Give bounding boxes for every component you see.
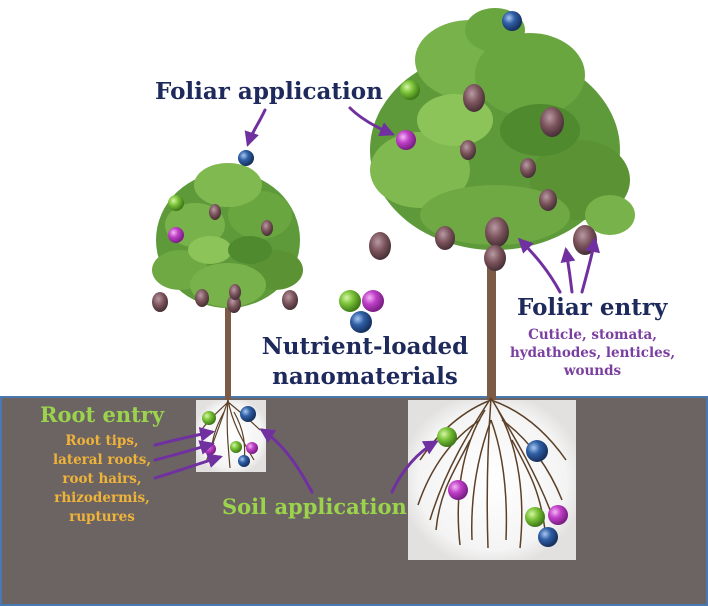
foliar-application-label: Foliar application: [155, 78, 383, 105]
foliar-entry-arrow-2: [566, 250, 572, 292]
root-entry-label: Root entry: [40, 402, 164, 427]
nanomaterials-title-line1: Nutrient-loaded: [260, 332, 470, 362]
soil-application-label: Soil application: [222, 494, 407, 519]
root-route-4: rhizodermis,: [42, 489, 162, 508]
small-tree-trunk: [225, 300, 231, 400]
nanomaterials-title-line2: nanomaterials: [260, 362, 470, 392]
root-entry-routes: Root tips, lateral roots, root hairs, rh…: [42, 432, 162, 527]
root-route-3: root hairs,: [42, 470, 162, 489]
root-route-5: ruptures: [42, 508, 162, 527]
root-route-2: lateral roots,: [42, 451, 162, 470]
foliar-entry-arrow-1: [520, 240, 560, 292]
large-tree-canopy: [370, 8, 635, 250]
foliar-arrow-small-tree: [248, 110, 265, 144]
foliar-entry-routes: Cuticle, stomata, hydathodes, lenticles,…: [505, 326, 680, 380]
foliar-entry-label: Foliar entry: [517, 294, 667, 321]
large-tree-trunk: [487, 250, 496, 400]
nanomaterials-title: Nutrient-loaded nanomaterials: [260, 332, 470, 392]
root-route-1: Root tips,: [42, 432, 162, 451]
